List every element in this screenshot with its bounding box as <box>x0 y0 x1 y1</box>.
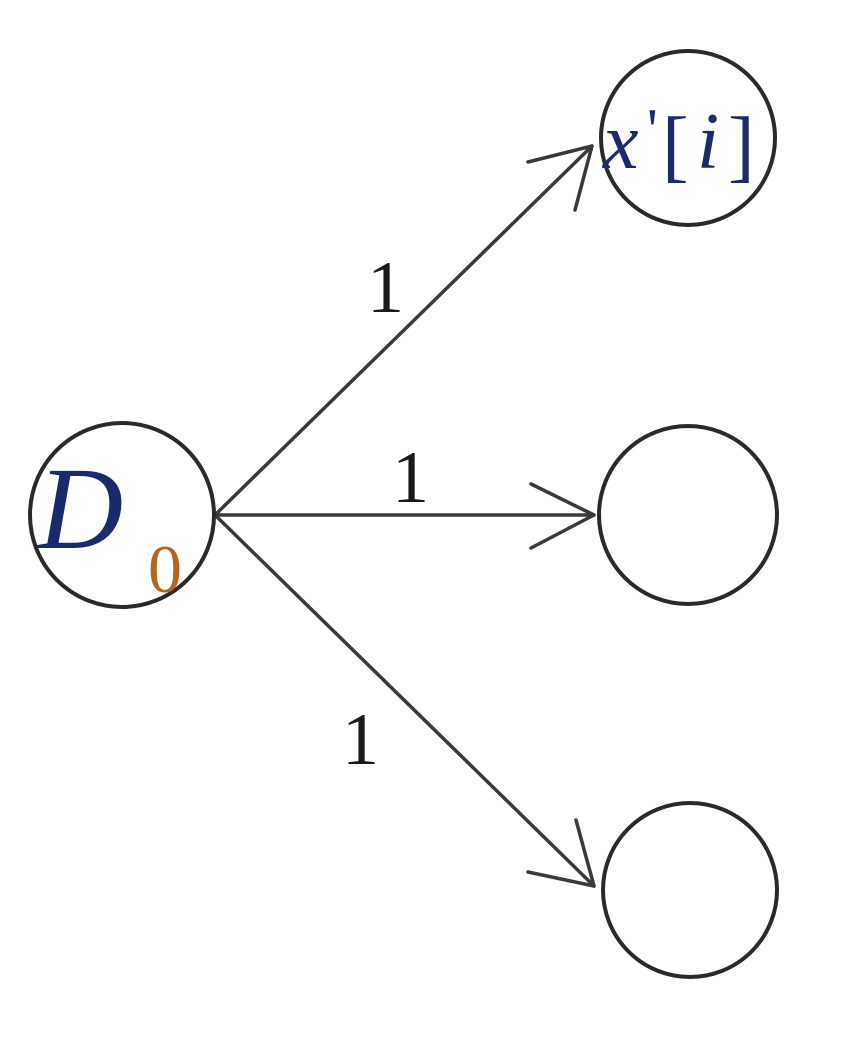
target-node-top-prime: ' <box>647 97 658 163</box>
edge-to-top <box>213 144 594 517</box>
source-node <box>28 421 216 609</box>
edge-to-bottom-arrowhead <box>526 818 596 888</box>
edge-to-bottom <box>213 513 596 888</box>
target-node-top <box>599 49 777 227</box>
target-node-top-index: i <box>697 98 719 186</box>
target-node-middle <box>597 424 779 606</box>
target-node-top-open-bracket: [ <box>662 102 689 190</box>
target-node-bottom <box>601 801 779 979</box>
source-node-letter: D <box>36 443 123 574</box>
edge-weight-top: 1 <box>367 247 404 329</box>
edge-weight-bottom: 1 <box>342 699 379 781</box>
source-node-subscript: 0 <box>148 531 182 607</box>
edge-to-top-arrowhead <box>526 144 594 212</box>
edge-weight-middle: 1 <box>392 437 429 519</box>
target-node-top-close-bracket: ] <box>728 102 755 190</box>
target-node-top-base: x <box>602 98 639 186</box>
edge-to-middle-arrowhead <box>529 482 596 550</box>
